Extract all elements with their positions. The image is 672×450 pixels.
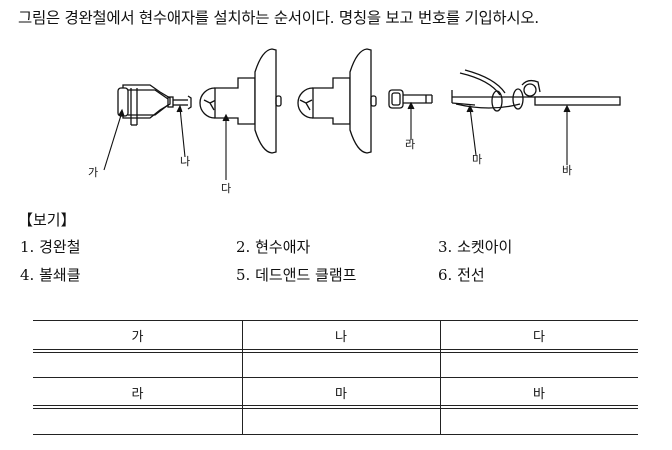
header-ga: 가 <box>131 330 144 345</box>
option-2: 2. 현수애자 <box>236 238 311 256</box>
answer-cell-ra[interactable] <box>33 409 242 434</box>
header-na: 나 <box>335 330 347 345</box>
suspension-insulator-2-drawing <box>297 48 377 154</box>
answer-cell-ga[interactable] <box>33 353 242 377</box>
socket-eye-drawing <box>388 89 433 109</box>
question-text: 그림은 경완철에서 현수애자를 설치하는 순서이다. 명칭을 보고 번호를 기입… <box>18 9 539 27</box>
header-ba: 바 <box>533 387 545 402</box>
answer-cell-da[interactable] <box>440 353 638 377</box>
deadend-clamp-drawing <box>451 69 600 112</box>
label-da: 다 <box>221 182 231 195</box>
label-na: 나 <box>180 155 190 168</box>
label-ra: 라 <box>405 138 415 151</box>
header-ra: 라 <box>131 387 144 402</box>
answer-cell-ma[interactable] <box>242 409 440 434</box>
answer-cell-ba[interactable] <box>440 409 638 434</box>
pointer-arrows <box>103 101 571 180</box>
option-1: 1. 경완철 <box>20 238 81 256</box>
suspension-insulator-1-drawing <box>199 48 282 154</box>
label-ma: 마 <box>472 153 482 166</box>
bogi-heading: 【보기】 <box>18 211 76 229</box>
label-ba: 바 <box>562 164 572 177</box>
option-4: 4. 볼쇄클 <box>20 266 81 284</box>
header-ma: 마 <box>335 387 347 402</box>
conductor-wire-drawing <box>534 96 621 106</box>
option-5: 5. 데드앤드 클램프 <box>236 266 357 284</box>
option-6: 6. 전선 <box>438 266 485 284</box>
header-da: 다 <box>533 330 545 345</box>
crossarm-bracket-drawing <box>117 84 192 126</box>
label-ga: 가 <box>88 166 98 179</box>
installation-diagram: 가 나 다 라 마 바 <box>88 48 621 195</box>
answer-cell-na[interactable] <box>242 353 440 377</box>
option-3: 3. 소켓아이 <box>438 238 513 256</box>
